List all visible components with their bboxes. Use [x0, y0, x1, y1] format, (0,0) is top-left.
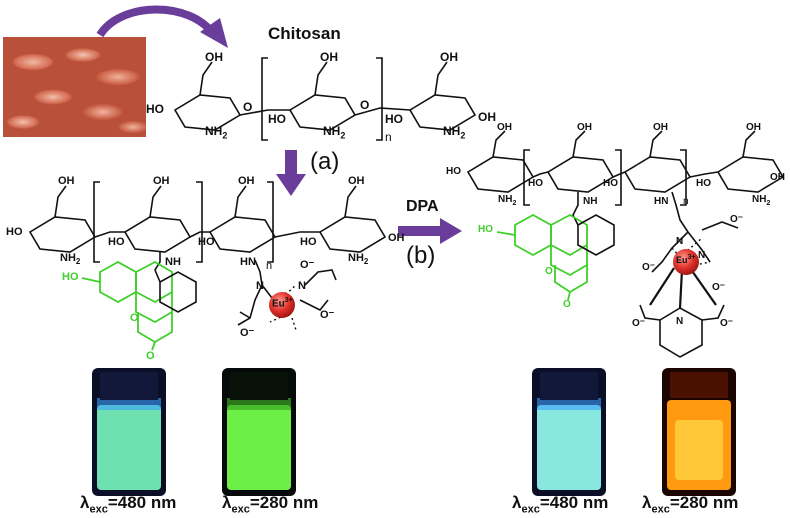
atom-ho: HO	[696, 178, 711, 189]
vial-1	[92, 368, 166, 496]
atom-o-minus: O⁻	[300, 259, 315, 271]
atom-oh: OH	[440, 50, 458, 64]
atom-ho: HO	[268, 112, 286, 126]
atom-hn: HN	[654, 196, 669, 207]
atom-o-minus: O⁻	[720, 318, 734, 329]
vial-4	[662, 368, 736, 496]
europium-ion-b	[673, 249, 699, 275]
atom-oh: OH	[577, 122, 592, 133]
atom-nh2: NH2	[498, 194, 517, 207]
vial-3	[532, 368, 606, 496]
atom-n: N	[298, 280, 306, 292]
europium-label: Eu3+	[676, 254, 696, 265]
step-a-label: (a)	[310, 148, 340, 175]
atom-o-minus: O⁻	[320, 309, 335, 321]
atom-nh2: NH2	[323, 124, 346, 141]
atom-nh2: NH2	[443, 124, 466, 141]
atom-oh: OH	[153, 175, 170, 187]
repeat-n: n	[266, 260, 273, 272]
atom-n: N	[676, 236, 684, 247]
atom-o-minus: O⁻	[730, 214, 744, 225]
atom-oh: OH	[653, 122, 668, 133]
atom-ho: HO	[385, 112, 403, 126]
atom-o-dye: O	[545, 266, 553, 277]
europium-label: Eu3+	[272, 297, 293, 310]
shrimp-photo	[3, 37, 146, 137]
down-arrow-icon	[285, 150, 297, 176]
atom-oh: OH	[746, 122, 761, 133]
atom-oh: OH	[320, 50, 338, 64]
repeat-n: n	[683, 196, 689, 207]
atom-o: O	[360, 98, 370, 112]
atom-o-minus: O⁻	[632, 318, 646, 329]
atom-ho: HO	[108, 236, 125, 248]
excitation-label-3: λexc=480 nm	[512, 493, 609, 516]
atom-oh: OH	[348, 175, 365, 187]
excitation-label-4: λexc=280 nm	[642, 493, 739, 516]
atom-ho-dye: HO	[62, 271, 79, 283]
atom-o-minus: O⁻	[240, 327, 255, 339]
step-b-label: (b)	[406, 242, 436, 269]
atom-o-minus: O⁻	[712, 282, 726, 293]
excitation-label-1: λexc=480 nm	[80, 493, 177, 516]
repeat-n: n	[385, 130, 392, 144]
atom-nh2: NH2	[348, 252, 369, 267]
atom-o-minus: O⁻	[642, 262, 656, 273]
atom-ho: HO	[603, 178, 618, 189]
curved-arrow-icon	[96, 5, 218, 38]
atom-ho: HO	[146, 102, 164, 116]
atom-ho: HO	[300, 236, 317, 248]
atom-hn: HN	[240, 256, 256, 268]
atom-ho: HO	[198, 236, 215, 248]
atom-o-dye: O	[146, 350, 155, 362]
atom-oh: OH	[58, 175, 75, 187]
reagent-label: DPA	[406, 198, 439, 215]
chitosan-title: Chitosan	[268, 24, 341, 43]
atom-n: N	[256, 280, 264, 292]
atom-oh: OH	[478, 110, 496, 124]
vial-2	[222, 368, 296, 496]
atom-o-dye: O	[130, 312, 139, 324]
europium-ion-a	[269, 292, 295, 318]
right-arrow-icon	[398, 226, 442, 236]
atom-ho: HO	[6, 226, 23, 238]
fluorescein-dye-b	[496, 213, 588, 301]
atom-o: O	[243, 100, 253, 114]
atom-ho: HO	[528, 178, 543, 189]
atom-ho-dye: HO	[478, 224, 493, 235]
atom-nh2: NH2	[752, 194, 771, 207]
atom-nh2: NH2	[60, 252, 81, 267]
atom-oh: OH	[205, 50, 223, 64]
atom-o-dye: O	[563, 299, 571, 310]
atom-ho: HO	[446, 166, 461, 177]
atom-oh: OH	[388, 232, 405, 244]
atom-n: N	[676, 316, 684, 327]
atom-oh: OH	[238, 175, 255, 187]
atom-oh: OH	[770, 172, 785, 183]
atom-nh2: NH2	[205, 124, 228, 141]
excitation-label-2: λexc=280 nm	[222, 493, 319, 516]
atom-oh: OH	[497, 122, 512, 133]
atom-n: N	[698, 250, 706, 261]
fluorescein-dye-a	[81, 260, 173, 351]
atom-nh: NH	[165, 256, 181, 268]
atom-nh: NH	[583, 196, 598, 207]
